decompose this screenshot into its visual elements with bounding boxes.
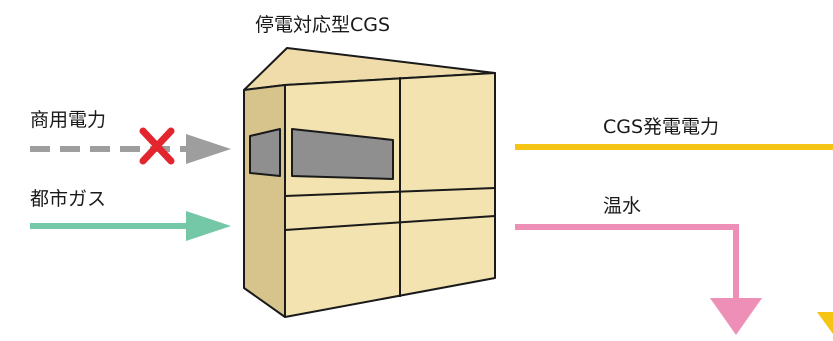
cross-icon bbox=[139, 127, 175, 165]
cgs-unit-icon bbox=[243, 47, 496, 318]
city-gas-label: 都市ガス bbox=[30, 188, 107, 210]
city-gas-arrow bbox=[30, 211, 231, 241]
cgs-power-label: CGS発電電力 bbox=[603, 116, 720, 138]
hot-water-arrow bbox=[515, 224, 762, 335]
hot-water-label: 温水 bbox=[603, 195, 642, 217]
commercial-power-arrow bbox=[30, 134, 231, 164]
cgs-power-arrow bbox=[515, 144, 833, 334]
commercial-power-label: 商用電力 bbox=[30, 109, 107, 131]
unit-title: 停電対応型CGS bbox=[255, 14, 391, 36]
